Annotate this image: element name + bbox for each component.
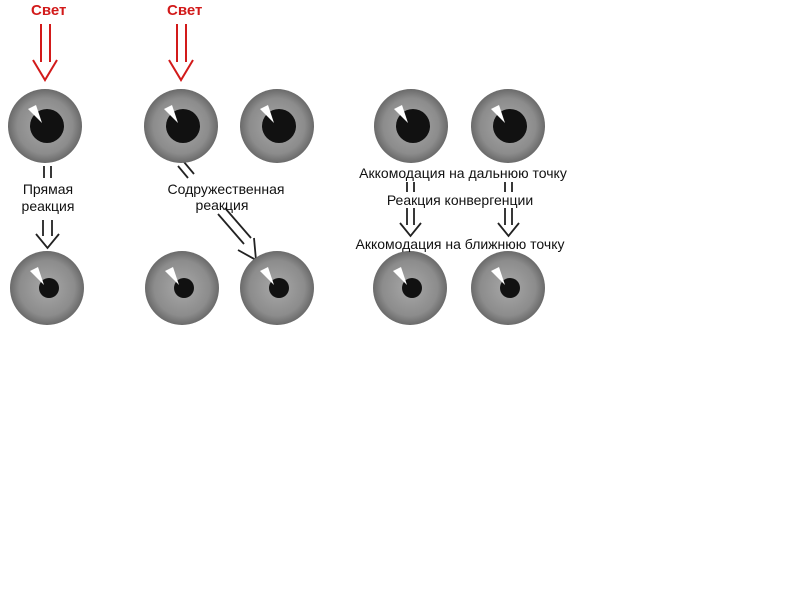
pupil (39, 278, 59, 298)
highlight (491, 105, 505, 123)
highlight (260, 267, 274, 285)
eye-accom-left-near (373, 251, 447, 325)
highlight (491, 267, 505, 285)
eye-consensual-right-after (240, 251, 314, 325)
direct-reaction-label-line2: реакция (21, 198, 75, 214)
highlight (28, 105, 42, 123)
accommodation-arrow-right (497, 182, 520, 238)
accommodation-far-label: Аккомодация на дальнюю точку (359, 165, 567, 181)
consensual-reaction-label-line2: реакция (195, 197, 249, 213)
eye-consensual-left-before (144, 89, 218, 163)
direct-reaction-label-line1: Прямая (22, 181, 74, 197)
accommodation-near-label: Аккомодация на ближнюю точку (355, 236, 565, 252)
eye-consensual-right-before (240, 89, 314, 163)
highlight (394, 105, 408, 123)
light-arrow-2 (168, 24, 194, 82)
convergence-label: Реакция конвергенции (386, 192, 534, 208)
highlight (165, 267, 179, 285)
consensual-reaction-label-line1: Содружественная (167, 181, 285, 197)
eyes-layer (8, 89, 545, 325)
eye-direct-before (8, 89, 82, 163)
eye-accom-left-far (374, 89, 448, 163)
pupil (500, 278, 520, 298)
highlight (164, 105, 178, 123)
light-arrow-1 (32, 24, 58, 82)
highlight (260, 105, 274, 123)
direct-reaction-arrow (35, 166, 60, 250)
pupil (269, 278, 289, 298)
light-label-2: Свет (167, 2, 203, 19)
eye-direct-after (10, 251, 84, 325)
eye-accom-right-far (471, 89, 545, 163)
pupil (402, 278, 422, 298)
pupil (174, 278, 194, 298)
highlight (393, 267, 407, 285)
eye-consensual-left-after (145, 251, 219, 325)
eye-accom-right-near (471, 251, 545, 325)
accommodation-arrow-left (399, 182, 422, 238)
light-label-1: Свет (31, 2, 67, 19)
highlight (30, 267, 44, 285)
